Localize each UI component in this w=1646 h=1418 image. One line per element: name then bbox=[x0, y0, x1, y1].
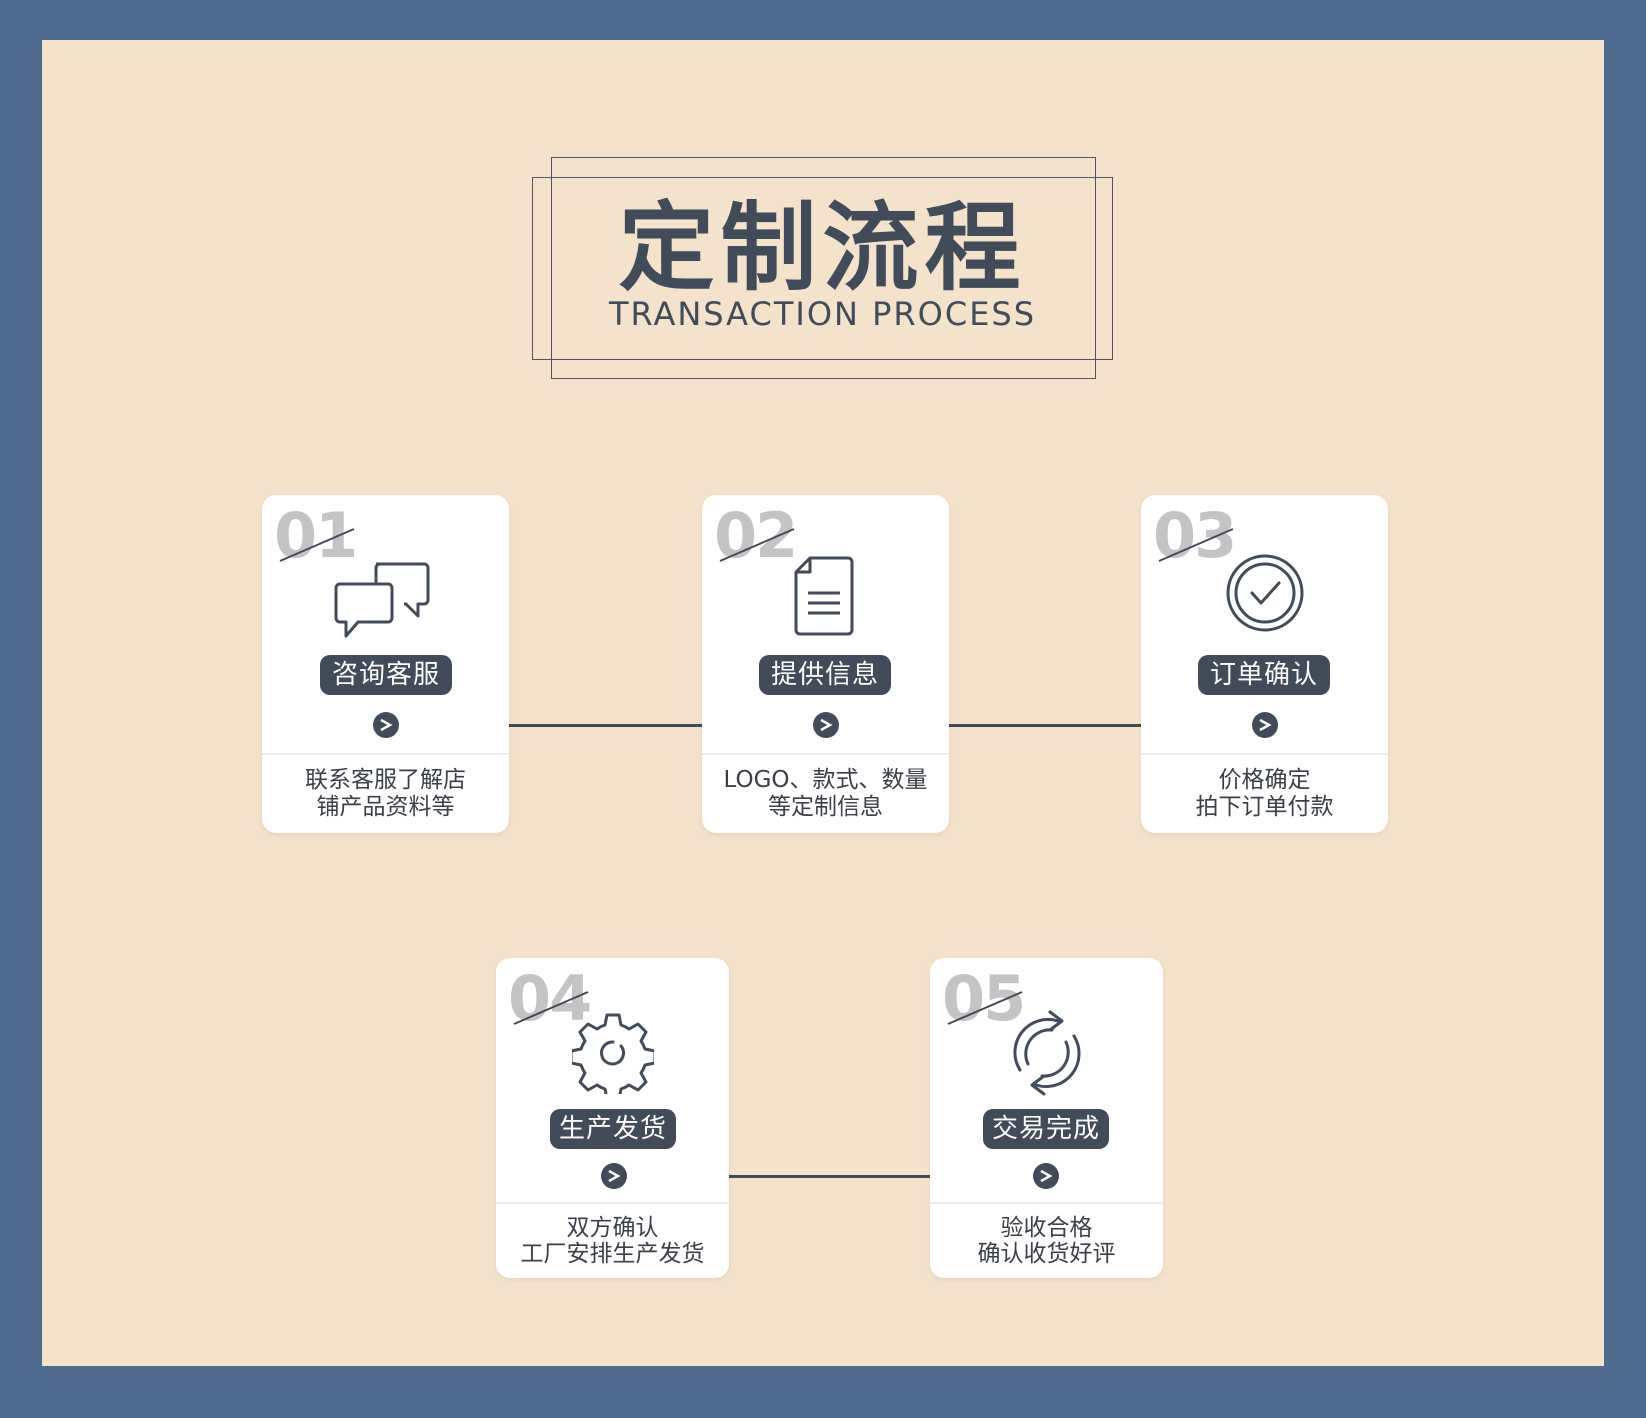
step-desc-line2: 工厂安排生产发货 bbox=[520, 1241, 705, 1267]
step-card-03: 03 订单确认 价格确定 拍下订单付款 bbox=[1141, 495, 1388, 833]
step-number: 01 bbox=[274, 499, 358, 572]
page-title: 定制流程 bbox=[618, 192, 1027, 304]
arrow-dot-icon bbox=[1252, 712, 1278, 738]
card-divider bbox=[702, 753, 949, 755]
step-number: 04 bbox=[508, 962, 592, 1035]
chat-bubbles-icon bbox=[334, 562, 430, 638]
step-desc-line1: 价格确定 bbox=[1218, 767, 1311, 793]
step-number: 02 bbox=[714, 499, 798, 572]
connector-line-row2 bbox=[614, 1175, 1043, 1178]
step-label: 生产发货 bbox=[550, 1109, 676, 1149]
step-card-01: 01 咨询客服 联系客服了解店 铺产品资料等 bbox=[262, 495, 509, 833]
step-label: 提供信息 bbox=[759, 655, 891, 695]
card-divider bbox=[1141, 753, 1388, 755]
page-subtitle: TRANSACTION PROCESS bbox=[608, 295, 1037, 333]
step-number: 03 bbox=[1153, 499, 1237, 572]
card-divider bbox=[496, 1202, 729, 1204]
arrow-dot-icon bbox=[1033, 1163, 1059, 1189]
step-desc-line2: 等定制信息 bbox=[768, 794, 883, 820]
step-desc-line1: LOGO、款式、数量 bbox=[723, 767, 928, 793]
arrow-dot-icon bbox=[373, 712, 399, 738]
step-desc-line2: 铺产品资料等 bbox=[316, 794, 455, 820]
slash-decoration bbox=[719, 528, 795, 562]
title-frame-outer bbox=[551, 157, 1096, 379]
check-circle-icon bbox=[1226, 554, 1304, 632]
step-desc-line2: 确认收货好评 bbox=[977, 1241, 1116, 1267]
step-label: 订单确认 bbox=[1198, 655, 1330, 695]
step-card-04: 04 生产发货 双方确认 工厂安排生产发货 bbox=[496, 958, 729, 1278]
step-desc-line1: 验收合格 bbox=[1000, 1215, 1093, 1241]
step-desc-line1: 双方确认 bbox=[566, 1215, 659, 1241]
title-frame-inner bbox=[532, 177, 1113, 360]
slash-decoration bbox=[1158, 528, 1234, 562]
card-divider bbox=[930, 1202, 1163, 1204]
arrow-dot-icon bbox=[813, 712, 839, 738]
gear-icon bbox=[572, 1013, 654, 1094]
document-icon bbox=[794, 556, 854, 636]
step-label: 咨询客服 bbox=[320, 655, 452, 695]
arrow-dot-icon bbox=[601, 1163, 627, 1189]
slash-decoration bbox=[513, 991, 589, 1025]
slash-decoration bbox=[279, 528, 355, 562]
step-desc-line2: 拍下订单付款 bbox=[1195, 794, 1334, 820]
card-divider bbox=[262, 753, 509, 755]
refresh-icon bbox=[1013, 1010, 1081, 1096]
step-card-05: 05 交易完成 验收合格 确认收货好评 bbox=[930, 958, 1163, 1278]
step-card-02: 02 提供信息 LOGO、款式、数量 等定制信息 bbox=[702, 495, 949, 833]
step-desc-line1: 联系客服了解店 bbox=[305, 767, 466, 793]
step-label: 交易完成 bbox=[983, 1109, 1109, 1149]
step-number: 05 bbox=[942, 962, 1026, 1035]
slash-decoration bbox=[947, 991, 1023, 1025]
